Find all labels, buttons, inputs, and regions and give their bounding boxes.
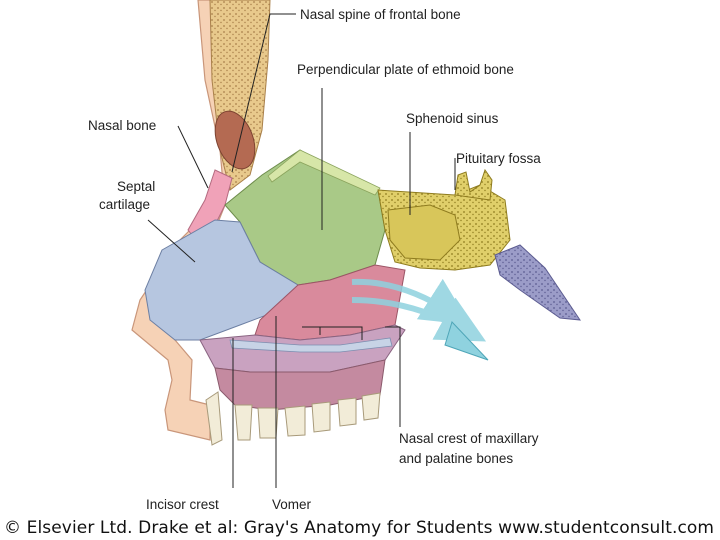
- teeth: [205, 391, 381, 446]
- copyright-credit: © Elsevier Ltd. Drake et al: Gray's Anat…: [4, 518, 715, 538]
- label-nasal-crest-1: Nasal crest of maxillary: [399, 431, 539, 446]
- label-vomer: Vomer: [272, 497, 312, 512]
- cribriform-plate: [267, 149, 381, 196]
- sphenoid-sinus: [387, 204, 461, 261]
- leader-lines: [147, 13, 456, 488]
- label-septal-cartilage-2: cartilage: [99, 197, 151, 212]
- airflow-arrowhead: [444, 321, 489, 361]
- label-incisor-crest: Incisor crest: [146, 497, 219, 512]
- label-perpendicular-plate: Perpendicular plate of ethmoid bone: [297, 62, 514, 77]
- label-pituitary-fossa: Pituitary fossa: [456, 151, 541, 166]
- label-nasal-crest-2: and palatine bones: [399, 451, 514, 466]
- clivus: [494, 244, 582, 321]
- pituitary-fossa: [454, 168, 493, 201]
- label-nasal-spine: Nasal spine of frontal bone: [300, 7, 461, 22]
- septal-cartilage: [144, 219, 299, 341]
- nasal-crest-strip: [229, 337, 393, 353]
- frontal-sinus: [214, 110, 256, 170]
- label-sphenoid-sinus: Sphenoid sinus: [406, 111, 499, 126]
- label-nasal-bone: Nasal bone: [88, 118, 157, 133]
- label-septal-cartilage-1: Septal: [117, 179, 156, 194]
